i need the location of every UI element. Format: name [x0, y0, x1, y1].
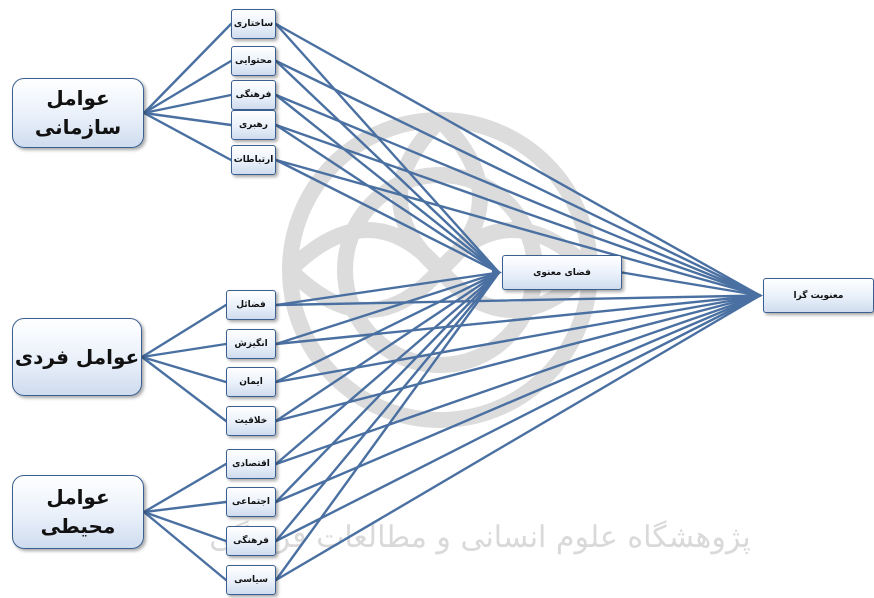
edge-group-factor — [140, 342, 228, 359]
edge-factor-outcome — [274, 22, 762, 297]
edge-factor-outcome — [274, 93, 762, 297]
edge-factor-outcome — [274, 294, 762, 543]
edge-group-factor — [142, 93, 233, 115]
edge-factor-outcome — [274, 123, 762, 297]
edge-group-factor — [142, 111, 233, 127]
edge-factor-outcome — [274, 158, 762, 297]
edge-factor-mediator — [274, 271, 501, 582]
edge-group-factor — [142, 462, 228, 514]
edge-factor-mediator — [274, 271, 501, 384]
group-node-env: عوامل محیطی — [12, 475, 144, 549]
edge-factor-outcome — [274, 294, 762, 582]
edge-mediator-outcome — [620, 271, 762, 297]
edge-group-factor — [140, 303, 228, 359]
edge-group-factor — [142, 500, 228, 514]
edge-factor-mediator — [274, 93, 501, 274]
edge-factor-outcome — [274, 59, 762, 297]
factor-node: سیاسی — [226, 565, 276, 595]
edge-factor-outcome — [274, 294, 762, 307]
factor-node: اقتصادی — [226, 449, 276, 479]
factor-node: فضائل — [226, 290, 276, 320]
edge-factor-mediator — [274, 271, 501, 504]
factor-node: انگیزش — [226, 329, 276, 359]
factor-node: رهبری — [231, 110, 276, 140]
factor-node: ساختاری — [231, 9, 276, 39]
edge-factor-mediator — [274, 158, 501, 274]
edge-factor-mediator — [274, 271, 501, 543]
group-node-org: عوامل سازمانی — [12, 78, 144, 148]
edge-factor-mediator — [274, 59, 501, 274]
edge-factor-outcome — [274, 294, 762, 423]
edge-factor-outcome — [274, 294, 762, 504]
edge-factor-mediator — [274, 22, 501, 274]
factor-node: ارتباطات — [231, 145, 276, 175]
edge-group-factor — [142, 510, 228, 543]
edge-group-factor — [142, 59, 233, 115]
edge-factor-mediator — [274, 271, 501, 307]
factor-node: محتوایی — [231, 46, 276, 76]
group-node-ind: عوامل فردی — [12, 318, 142, 396]
edge-factor-mediator — [274, 271, 501, 466]
edge-group-factor — [142, 510, 228, 582]
edge-group-factor — [140, 355, 228, 384]
edge-factor-mediator — [274, 271, 501, 346]
factor-node: فرهنگی — [231, 80, 276, 110]
factor-node: ایمان — [226, 367, 276, 397]
arrowhead-outcome — [753, 290, 763, 301]
edge-factor-outcome — [274, 294, 762, 346]
edge-group-factor — [140, 355, 228, 423]
edge-group-factor — [142, 111, 233, 162]
factor-node: فرهنگی — [226, 526, 276, 556]
edge-group-factor — [142, 22, 233, 115]
edge-factor-mediator — [274, 123, 501, 274]
factor-node: اجتماعی — [226, 487, 276, 517]
edge-factor-mediator — [274, 271, 501, 423]
arrowhead-mediator — [492, 267, 502, 278]
mediator-node: فضای معنوی — [502, 255, 622, 290]
edge-factor-outcome — [274, 294, 762, 466]
factor-node: خلاقیت — [226, 406, 276, 436]
outcome-node: معنویت گرا — [763, 278, 874, 313]
